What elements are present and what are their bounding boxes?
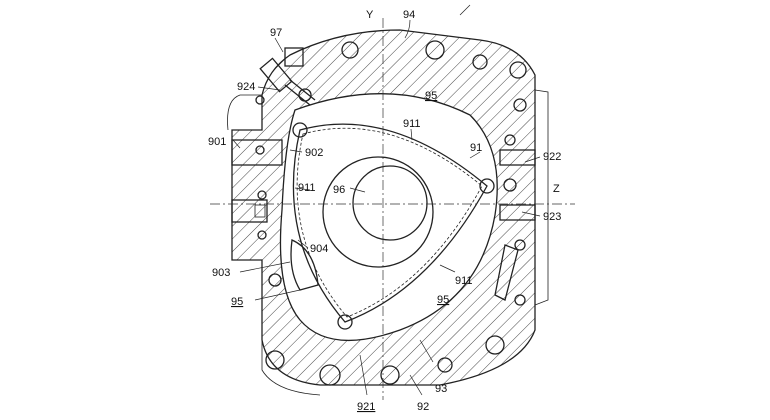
spark-plug [259,47,316,106]
label-92: 92 [417,401,429,413]
label-904: 904 [310,243,328,255]
label-95-top: 95 [425,90,437,102]
label-921: 921 [357,401,375,413]
label-91: 91 [470,142,482,154]
label-y-axis: Y [366,9,374,21]
label-901: 901 [208,136,226,148]
label-902: 902 [305,147,323,159]
label-94: 94 [403,9,415,21]
label-97: 97 [270,27,282,39]
label-911-top: 911 [403,118,421,130]
trochoid-chamber [279,93,498,341]
label-903: 903 [212,267,230,279]
label-93: 93 [435,383,447,395]
rotor [292,122,495,330]
label-96: 96 [333,184,345,196]
label-911-left: 911 [298,182,316,194]
leader-lines [232,4,541,396]
label-922: 922 [543,151,561,163]
label-z-axis: Z [553,183,560,195]
ports [231,139,536,301]
label-95-bottom: 95 [437,294,449,306]
label-911-bottom: 911 [455,275,473,287]
shaft [322,156,434,268]
label-95-left: 95 [231,296,243,308]
label-923: 923 [543,211,561,223]
label-924: 924 [237,81,255,93]
